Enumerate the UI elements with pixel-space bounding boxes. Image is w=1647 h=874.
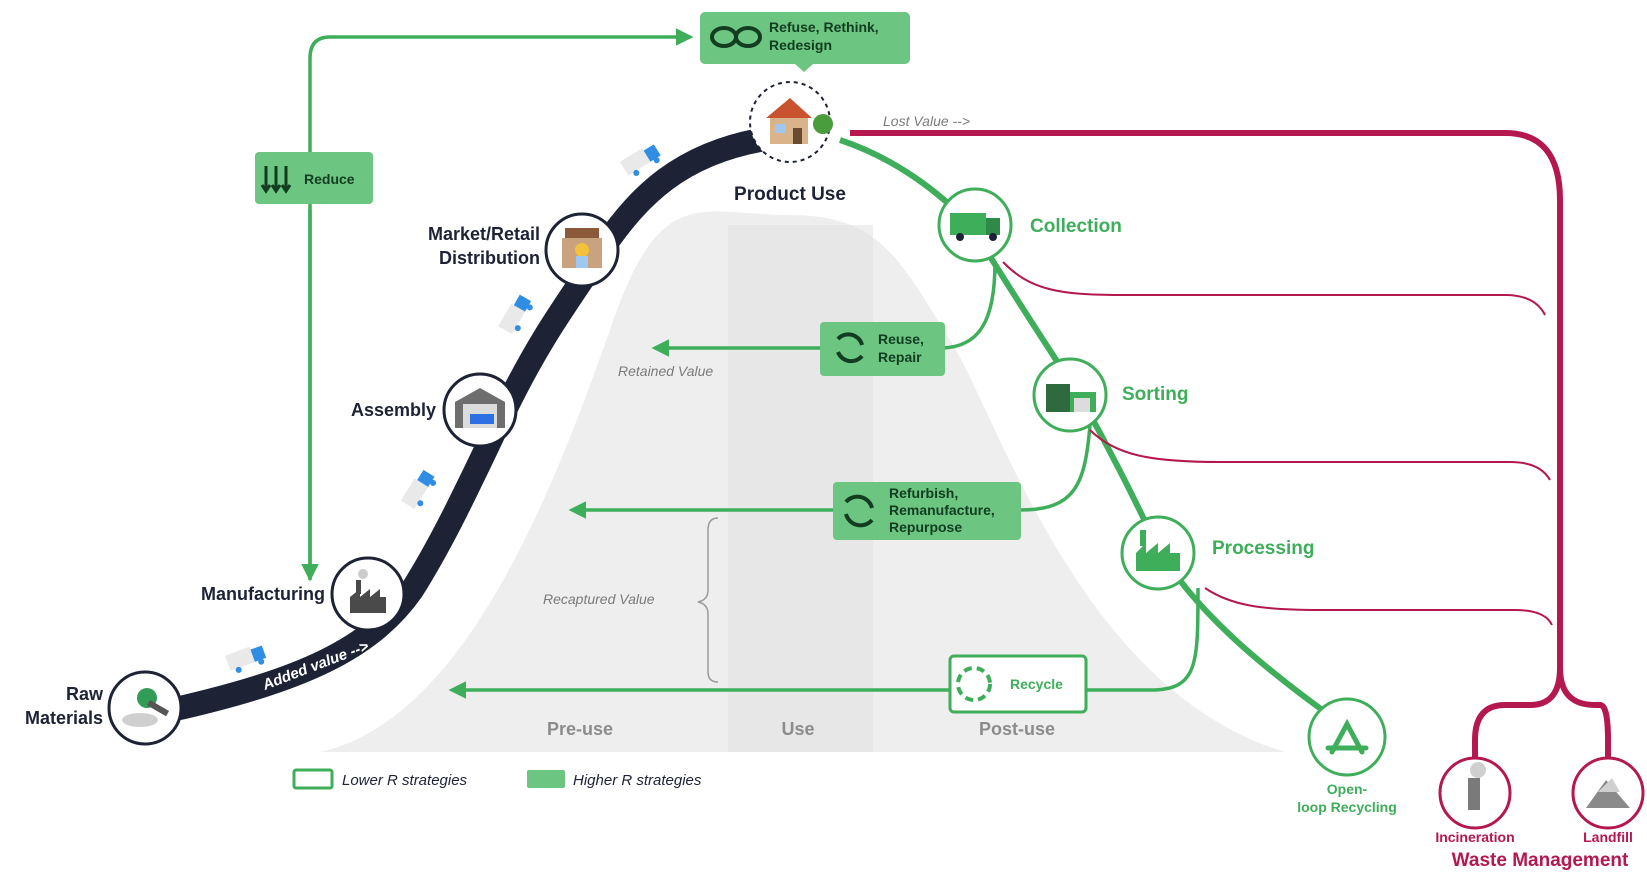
down-arrows-icon <box>260 166 292 194</box>
reuse-label-line1: Reuse, <box>878 331 924 347</box>
cycle-icon <box>844 494 874 528</box>
refurbish-box: Refurbish, Remanufacture, Repurpose <box>833 482 1021 540</box>
assembly-label: Assembly <box>351 400 436 420</box>
product-use-node: Product Use <box>734 81 846 205</box>
recycle-box: Recycle <box>948 654 1088 714</box>
legend-higher-label: Higher R strategies <box>573 772 702 789</box>
value-curve-background <box>320 211 1285 752</box>
factory-icon <box>1136 530 1180 571</box>
reduce-box: Reduce <box>255 152 373 204</box>
recaptured-brace <box>697 517 719 683</box>
recycle-label: Recycle <box>1010 676 1063 692</box>
landfill-node: Landfill <box>1571 756 1645 845</box>
legend: Lower R strategies Higher R strategies <box>292 768 702 790</box>
reduce-label: Reduce <box>304 171 355 187</box>
refuse-rethink-redesign-box: Refuse, Rethink, Redesign <box>700 12 910 72</box>
lost-value-line <box>850 130 1563 760</box>
garbage-truck-icon <box>950 213 1000 241</box>
product-use-label: Product Use <box>734 184 846 205</box>
phase-pre-use: Pre-use <box>547 719 613 739</box>
recycle-icon <box>1325 718 1369 755</box>
sorting-waste-line <box>1089 429 1551 481</box>
legend-lower-swatch <box>292 768 334 790</box>
truck-icon <box>225 645 267 673</box>
refuse-label-line2: Redesign <box>769 37 832 53</box>
dashed-cycle-icon <box>956 666 992 702</box>
store-icon <box>562 228 602 268</box>
collection-node: Collection <box>937 187 1122 263</box>
waste-management-label: Waste Management <box>1452 850 1629 871</box>
refurbish-label-line2: Remanufacture, <box>889 502 995 518</box>
reduce-refuse-line <box>308 28 694 580</box>
ore-icon <box>122 688 170 727</box>
garage-icon <box>455 388 505 428</box>
raw-materials-label-line2: Materials <box>25 708 103 728</box>
refurbish-label-line1: Refurbish, <box>889 485 958 501</box>
manufacturing-label: Manufacturing <box>201 584 325 604</box>
warehouse-icon <box>1046 384 1096 412</box>
refurbish-label-line3: Repurpose <box>889 519 962 535</box>
processing-node: Processing <box>1120 515 1314 591</box>
incineration-node: Incineration <box>1435 756 1515 845</box>
recaptured-value-label: Recaptured Value <box>543 591 655 607</box>
raw-materials-node: Raw Materials <box>25 670 183 746</box>
retained-value-label: Retained Value <box>618 363 713 379</box>
truck-icon <box>498 294 533 335</box>
phase-use: Use <box>781 719 814 739</box>
factory-icon <box>350 569 386 613</box>
cycle-icon <box>836 332 864 364</box>
truck-icon <box>619 144 661 176</box>
collection-waste-line <box>1002 261 1546 316</box>
processing-label: Processing <box>1212 538 1314 559</box>
phase-post-use: Post-use <box>979 719 1055 739</box>
assembly-node: Assembly <box>351 372 518 448</box>
raw-materials-label-line1: Raw <box>66 684 104 704</box>
reuse-label-line2: Repair <box>878 349 922 365</box>
market-retail-node: Market/Retail Distribution <box>428 212 620 288</box>
collection-label: Collection <box>1030 216 1122 237</box>
infinity-icon <box>710 26 762 48</box>
market-retail-label-line1: Market/Retail <box>428 224 540 244</box>
sorting-label: Sorting <box>1122 384 1189 405</box>
landfill-icon <box>1586 778 1630 808</box>
sorting-node: Sorting <box>1032 357 1189 433</box>
open-loop-recycling-node: Open- loop Recycling <box>1297 697 1397 815</box>
lost-value-label: Lost Value --> <box>883 113 970 129</box>
legend-lower-label: Lower R strategies <box>342 772 468 789</box>
market-retail-label-line2: Distribution <box>439 248 540 268</box>
processing-waste-line <box>1204 587 1553 626</box>
refurbish-loop-line <box>568 424 1092 519</box>
added-value-label: Added value --> <box>259 638 371 694</box>
open-loop-label-line2: loop Recycling <box>1297 799 1397 815</box>
chimney-icon <box>1468 762 1486 810</box>
waste-flows <box>850 130 1611 760</box>
open-loop-label-line1: Open- <box>1327 781 1368 797</box>
transport-trucks <box>225 144 661 673</box>
recycle-loop-line <box>448 587 1200 699</box>
manufacturing-node: Manufacturing <box>201 556 406 632</box>
incineration-label: Incineration <box>1435 829 1514 845</box>
waste-split-line <box>1557 667 1611 760</box>
legend-higher-swatch <box>527 770 565 788</box>
house-icon <box>766 98 833 144</box>
truck-icon <box>400 469 437 509</box>
refuse-label-line1: Refuse, Rethink, <box>769 19 879 35</box>
landfill-label: Landfill <box>1583 829 1633 845</box>
reuse-repair-box: Reuse, Repair <box>820 322 945 376</box>
